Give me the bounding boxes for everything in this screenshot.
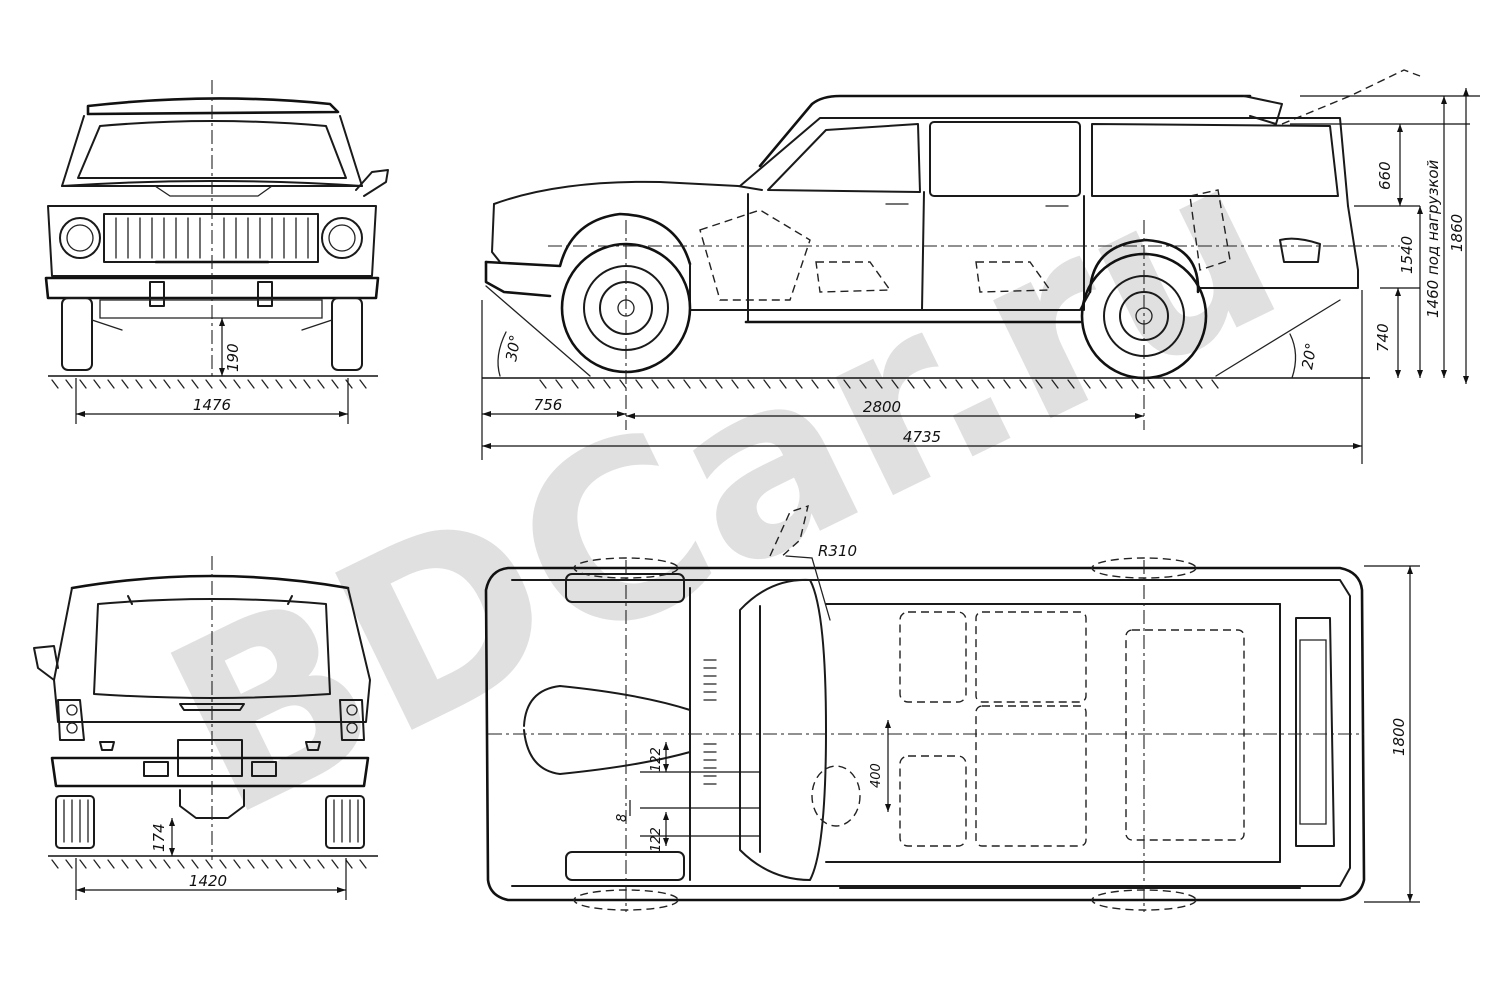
offset-b-label: 8 bbox=[615, 814, 630, 822]
turning-radius-label: R310 bbox=[818, 542, 857, 560]
window-height-label: 660 bbox=[1376, 161, 1394, 190]
offset-a-label: 122 bbox=[649, 747, 664, 772]
wheelbase-label: 2800 bbox=[863, 398, 901, 416]
loaded-height-label: 1460 под нагрузкой bbox=[1424, 159, 1442, 318]
side-view: 30° 20° 756 2800 4735 660 1540 740 1460 … bbox=[481, 69, 1480, 464]
front-ground-clearance-label: 190 bbox=[224, 343, 242, 372]
front-track-width-label: 1476 bbox=[193, 396, 231, 414]
front-overhang-label: 756 bbox=[534, 396, 563, 414]
overall-length-label: 4735 bbox=[903, 428, 941, 446]
rear-track-width-label: 1420 bbox=[189, 872, 227, 890]
rear-ground-clearance-label: 174 bbox=[150, 823, 168, 852]
top-view: R310 122 8 122 400 1800 bbox=[484, 504, 1420, 912]
sill-height-label: 740 bbox=[1374, 323, 1392, 352]
front-view: 190 1476 bbox=[44, 80, 389, 424]
approach-angle-label: 30° bbox=[502, 333, 524, 362]
seat-offset-label: 400 bbox=[869, 763, 884, 788]
watermark-text: BDCar.ru bbox=[130, 100, 1318, 871]
departure-angle-label: 20° bbox=[1298, 341, 1320, 370]
overall-height-label: 1860 bbox=[1448, 214, 1466, 252]
body-height-label: 1540 bbox=[1398, 236, 1416, 274]
overall-width-label: 1800 bbox=[1390, 718, 1408, 756]
watermark: BDCar.ru bbox=[130, 100, 1318, 871]
offset-c-label: 122 bbox=[649, 827, 664, 852]
rear-view: 174 1420 bbox=[33, 556, 378, 900]
